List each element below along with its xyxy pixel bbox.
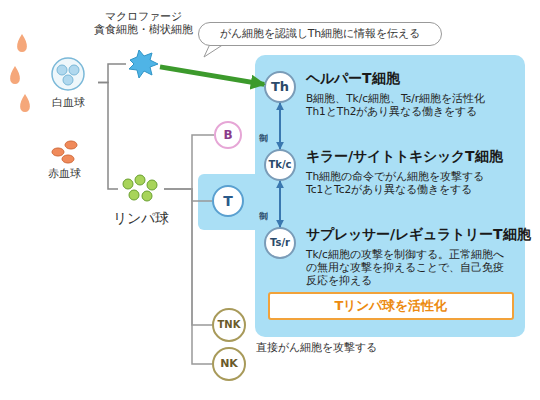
macrophage: マクロファージ 貪食細胞・樹状細胞 bbox=[126, 50, 160, 78]
t-cell: T bbox=[212, 185, 244, 217]
tree-connector bbox=[164, 189, 212, 364]
cell-title: サプレッサー/レギュラトリーT細胞 bbox=[306, 226, 531, 244]
node-label: B bbox=[216, 123, 240, 147]
blood-drops bbox=[10, 34, 30, 112]
suppressor-t-cell: Ts/rサプレッサー/レギュラトリーT細胞Tk/c細胞の攻撃を制御する。正常細胞… bbox=[264, 227, 296, 259]
note-label: 直接がん細胞を攻撃する bbox=[256, 340, 377, 355]
tnk-cell: TNK bbox=[212, 308, 246, 342]
blood-drop bbox=[17, 34, 27, 52]
node-label: がん細胞を認識しTh細胞に情報を伝える bbox=[199, 23, 441, 45]
arrow-connector bbox=[279, 103, 281, 149]
node-label: Th bbox=[266, 73, 294, 101]
tree-connector bbox=[164, 189, 212, 325]
arrow-connector bbox=[160, 67, 264, 84]
nk-cell: NK bbox=[212, 347, 246, 381]
node-label: Tk/c bbox=[266, 151, 294, 179]
activation-box: Tリンパ球を活性化 bbox=[268, 292, 514, 320]
cell-description: B細胞、Tk/c細胞、Ts/r細胞を活性化 Th1とTh2があり異なる働きをする bbox=[306, 92, 524, 118]
lymphocyte: リンパ球 bbox=[118, 172, 164, 206]
note-label: 赤血球 bbox=[48, 166, 81, 181]
t-cell-region bbox=[255, 55, 525, 337]
node-label: 白血球 bbox=[38, 95, 98, 110]
helper-t-cell: ThヘルパーT細胞B細胞、Tk/c細胞、Ts/r細胞を活性化 Th1とTh2があ… bbox=[264, 71, 296, 103]
node-label: TNK bbox=[214, 310, 244, 340]
tree-connector bbox=[164, 135, 214, 189]
node-label: Ts/r bbox=[266, 229, 294, 257]
white-cell-icon bbox=[52, 58, 84, 90]
red-cell-icon bbox=[52, 141, 77, 163]
tree-connector bbox=[98, 83, 118, 190]
cell-title: ヘルパーT細胞 bbox=[306, 70, 400, 88]
t-cell-band bbox=[198, 174, 268, 230]
tree-connector bbox=[164, 189, 212, 201]
cell-title: キラー/サイトトキシックT細胞 bbox=[306, 148, 503, 166]
arrow-connector bbox=[279, 181, 281, 227]
node-label: マクロファージ 貪食細胞・樹状細胞 bbox=[78, 10, 208, 36]
cell-description: Th細胞の命令でがん細胞を攻撃する Tc1とTc2があり異なる働きをする bbox=[306, 170, 524, 196]
white-cell: 白血球 bbox=[38, 55, 98, 110]
node-label: NK bbox=[214, 349, 244, 379]
blood-drop bbox=[10, 66, 20, 84]
b-cell: B bbox=[214, 121, 242, 149]
lymphocyte-icon bbox=[123, 175, 157, 201]
tree-connector bbox=[98, 64, 126, 83]
blood-drop bbox=[20, 94, 30, 112]
cell-description: Tk/c細胞の攻撃を制御する。正常細胞への無用な攻撃を抑えることで、自己免疫反応… bbox=[306, 248, 511, 287]
speech-bubble: がん細胞を認識しTh細胞に情報を伝える bbox=[198, 22, 442, 46]
node-label: リンパ球 bbox=[98, 210, 184, 228]
node-label: T bbox=[214, 187, 242, 215]
killer-t-cell: Tk/cキラー/サイトトキシックT細胞Th細胞の命令でがん細胞を攻撃する Tc1… bbox=[264, 149, 296, 181]
macrophage-icon bbox=[129, 50, 158, 78]
node-label: Tリンパ球を活性化 bbox=[270, 294, 512, 318]
